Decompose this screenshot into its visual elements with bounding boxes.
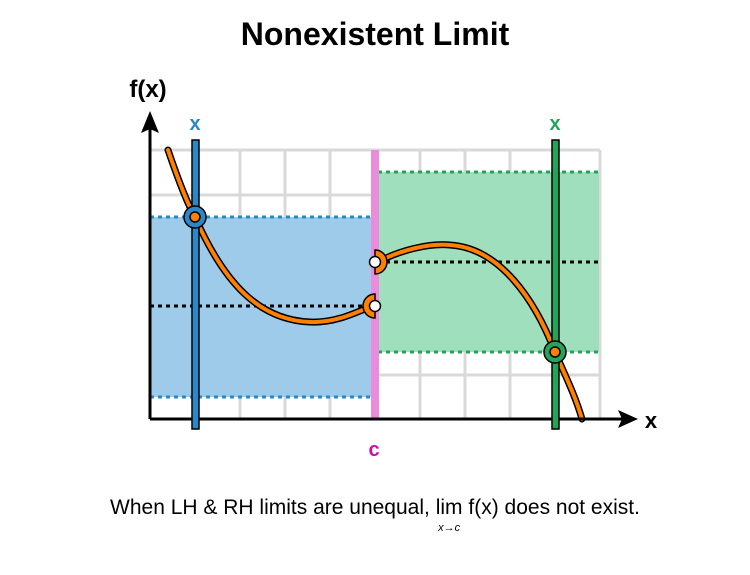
left-x-label: x xyxy=(189,113,200,135)
c-line xyxy=(371,150,379,419)
caption-after: f(x) does not exist. xyxy=(468,496,640,519)
c-label: c xyxy=(368,439,379,461)
caption-before: When LH & RH limits are unequal, xyxy=(110,496,430,519)
left-curve xyxy=(166,148,374,325)
limit-notation: lim x→c xyxy=(435,496,463,534)
right-x-label: x xyxy=(549,113,560,135)
x-axis-label: x xyxy=(645,408,658,433)
diagram-title: Nonexistent Limit xyxy=(240,16,510,52)
open-circle-right-limit xyxy=(368,255,382,269)
right-x-line xyxy=(551,139,560,430)
y-axis-arrow-icon xyxy=(141,111,159,133)
open-circle-left-limit xyxy=(368,299,382,313)
x-axis-arrow-icon xyxy=(618,410,638,428)
lim-text: lim xyxy=(435,496,463,519)
y-axis-label: f(x) xyxy=(129,76,166,103)
left-x-line xyxy=(191,139,200,430)
left-point xyxy=(189,211,201,223)
lim-subscript: x→c xyxy=(438,522,461,534)
left-band-top xyxy=(150,215,375,399)
right-point xyxy=(549,346,561,358)
right-curve xyxy=(376,242,584,421)
